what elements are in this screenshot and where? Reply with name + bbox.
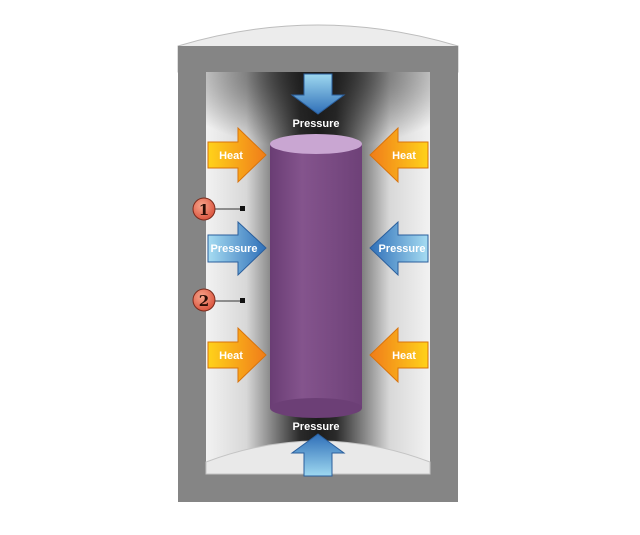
heat-arrow-right-lower: Heat	[369, 326, 429, 384]
pressure-arrow-top: Pressure	[290, 73, 346, 130]
pressure-label-bottom: Pressure	[292, 421, 339, 433]
marker-1-point	[240, 206, 245, 211]
pressure-arrow-icon	[369, 220, 429, 277]
heat-arrow-left-upper: Heat	[207, 126, 267, 184]
pressure-arrow-icon	[290, 73, 346, 115]
heat-label-left-lower: Heat	[219, 350, 243, 362]
pressure-arrow-icon	[290, 433, 346, 477]
heat-label-right-upper: Heat	[392, 150, 416, 162]
marker-1: 1	[192, 197, 245, 221]
heat-arrow-left-lower: Heat	[207, 326, 267, 384]
pressure-label-left: Pressure	[210, 243, 257, 255]
pressure-arrow-bottom: Pressure	[290, 421, 346, 477]
marker-1-badge	[192, 197, 216, 221]
marker-2-badge	[192, 288, 216, 312]
heat-arrow-icon	[207, 326, 267, 384]
marker-2: 2	[192, 288, 245, 312]
heat-arrow-right-upper: Heat	[369, 126, 429, 184]
sample-cylinder	[270, 144, 362, 408]
marker-1-number: 1	[199, 201, 209, 219]
heat-arrow-icon	[369, 126, 429, 184]
marker-2-number: 2	[199, 292, 209, 310]
sample-cylinder-bottom	[270, 398, 362, 418]
pressure-arrow-right: Pressure	[369, 220, 429, 277]
marker-2-point	[240, 298, 245, 303]
pressure-arrow-icon	[207, 220, 267, 277]
pressure-label-right: Pressure	[378, 243, 425, 255]
pressure-label-top: Pressure	[292, 118, 339, 130]
heat-arrow-icon	[369, 326, 429, 384]
pressure-arrow-left: Pressure	[207, 220, 267, 277]
heat-arrow-icon	[207, 126, 267, 184]
heat-label-right-lower: Heat	[392, 350, 416, 362]
heat-label-left-upper: Heat	[219, 150, 243, 162]
sample-cylinder-top	[270, 134, 362, 154]
